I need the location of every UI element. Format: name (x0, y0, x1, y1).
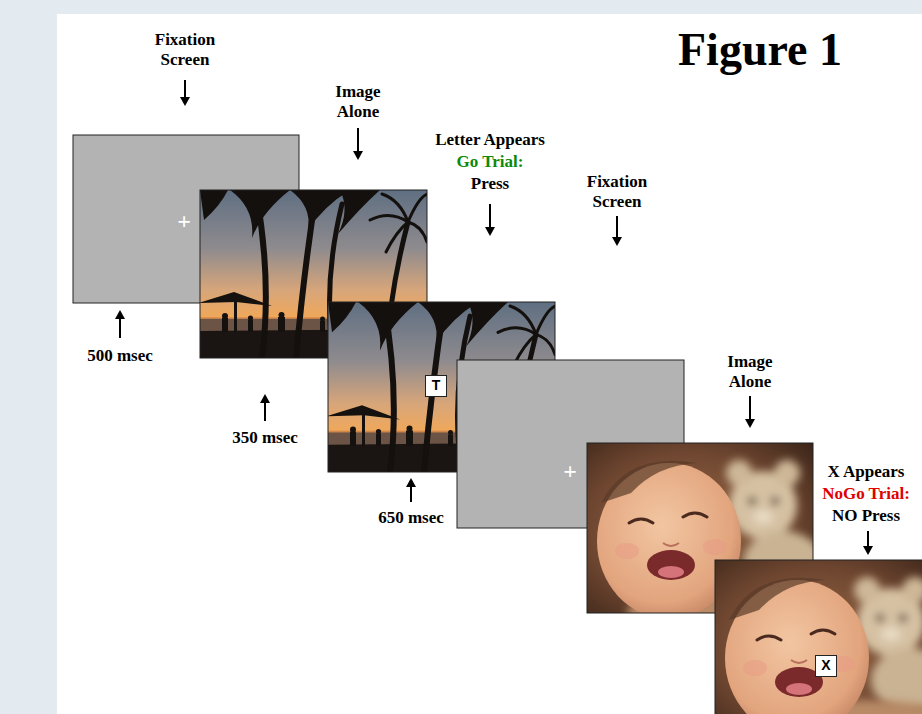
response-instruction: NO Press (832, 506, 900, 526)
timing-label: 650 msec (378, 508, 444, 528)
column-heading: Letter Appears (435, 130, 545, 150)
column-heading: X Appears (828, 462, 905, 482)
image-frame (715, 560, 922, 714)
baby-image (715, 560, 922, 714)
fixation-cross: + (563, 458, 577, 486)
column-heading: Fixation Screen (577, 172, 657, 211)
pointer-arrows (120, 80, 868, 547)
response-instruction: Press (471, 174, 509, 194)
arrow-heads (115, 97, 873, 555)
trial-type: NoGo Trial: (822, 484, 910, 504)
column-heading: Fixation Screen (145, 30, 225, 69)
timing-label: 350 msec (232, 428, 298, 448)
stimulus-letter: T (432, 378, 441, 393)
letter-box: T (425, 375, 447, 397)
timing-label: 500 msec (87, 346, 153, 366)
column-heading: Image Alone (327, 82, 389, 121)
column-heading: Image Alone (719, 352, 781, 391)
stimulus-letter: X (821, 658, 830, 673)
trial-type: Go Trial: (457, 152, 524, 172)
figure-title: Figure 1 (678, 24, 842, 77)
letter-box: X (815, 655, 837, 677)
fixation-cross: + (177, 208, 191, 236)
